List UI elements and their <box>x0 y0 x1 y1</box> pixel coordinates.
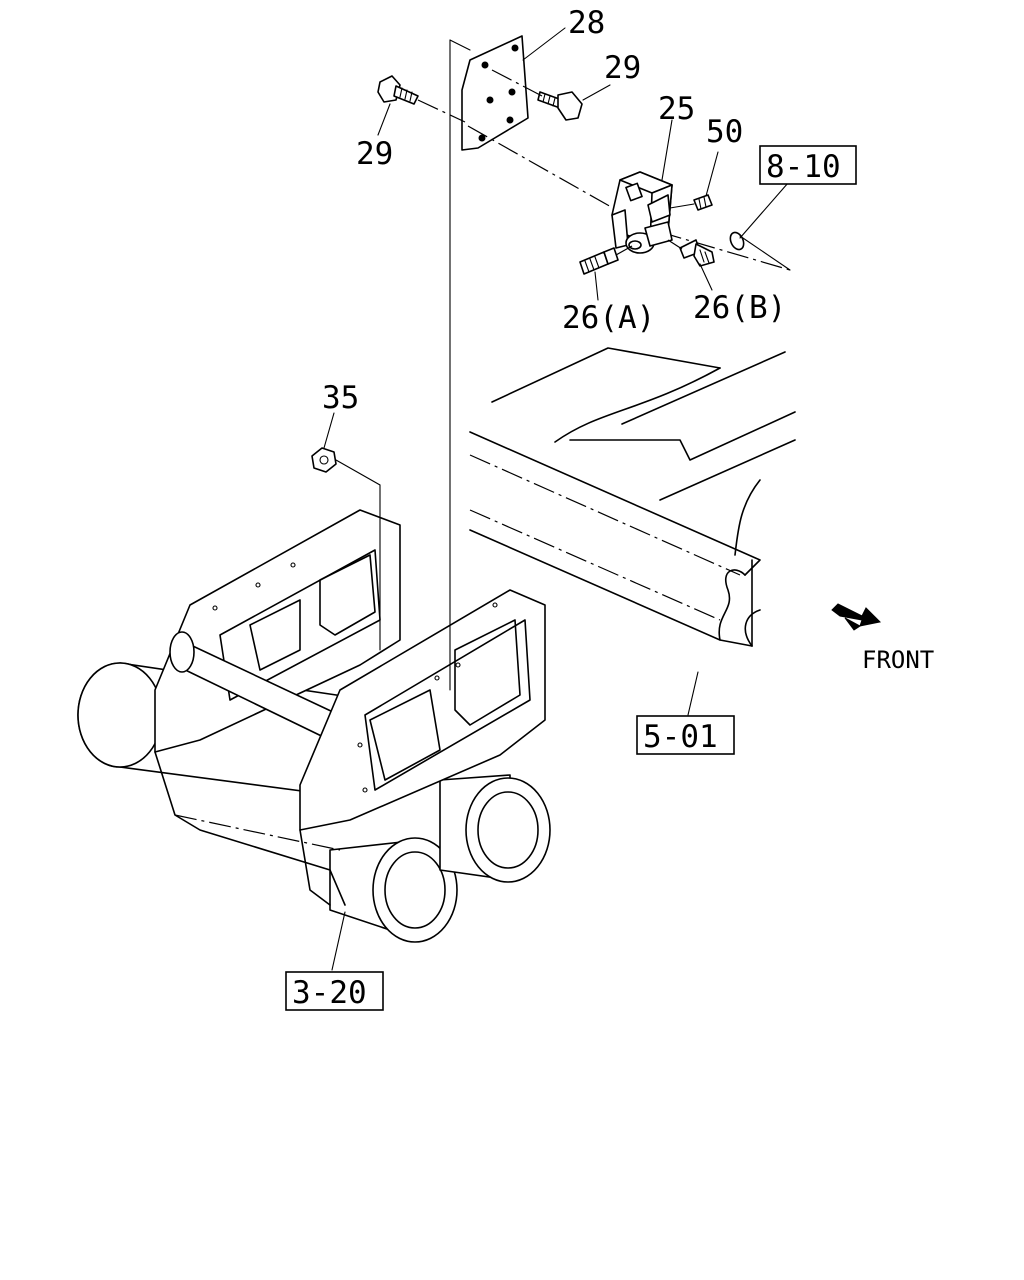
fitting-26a <box>579 247 619 275</box>
nut-35 <box>311 447 337 473</box>
frame-rail <box>469 347 796 647</box>
bolt-left <box>377 75 419 105</box>
fitting-26b <box>679 239 715 267</box>
pipe-end <box>729 231 791 271</box>
fitting-50 <box>693 194 713 211</box>
ref-3-20: 3-20 <box>285 971 384 1011</box>
ref-5-01: 5-01 <box>636 715 735 755</box>
bolt-right <box>537 91 583 121</box>
callout-29-right: 29 <box>604 50 641 86</box>
callout-29-left: 29 <box>356 136 393 172</box>
callout-26a: 26(A) <box>562 300 655 336</box>
callout-26b: 26(B) <box>693 290 786 326</box>
callout-35: 35 <box>322 380 359 416</box>
valve-axis <box>467 125 621 213</box>
callout-25: 25 <box>658 91 695 127</box>
front-arrow-icon <box>831 603 882 631</box>
valve-body <box>611 171 673 254</box>
bracket-plate <box>461 35 529 151</box>
ref-8-10: 8-10 <box>759 145 857 185</box>
callout-50: 50 <box>706 114 743 150</box>
callout-28: 28 <box>568 5 605 41</box>
suspension-assembly <box>77 509 551 943</box>
ref-5-01-label: 5-01 <box>643 719 718 755</box>
ref-3-20-label: 3-20 <box>292 975 367 1011</box>
ref-8-10-label: 8-10 <box>766 149 841 185</box>
front-label: FRONT <box>862 646 934 674</box>
leader-lines <box>323 27 789 971</box>
